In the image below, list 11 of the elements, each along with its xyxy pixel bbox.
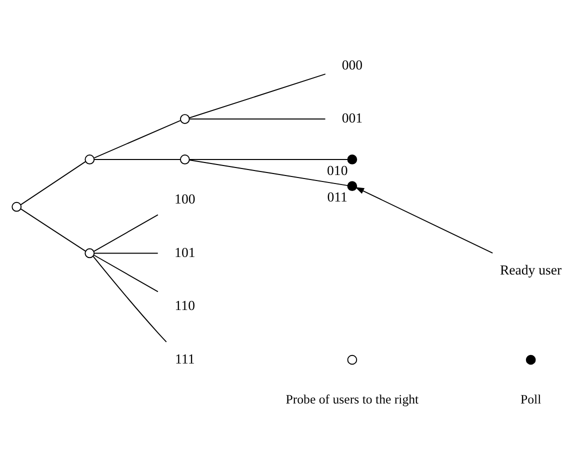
node-text: 111 [175, 351, 195, 366]
node-text: 110 [174, 298, 195, 314]
legend-label: Probe of users to the right [286, 392, 419, 407]
node-text: Ready user [500, 262, 562, 278]
node-text: 100 [174, 192, 196, 207]
node-label: 010 [327, 162, 348, 178]
node-label: 011 [327, 190, 348, 205]
node-text: 101 [174, 244, 196, 260]
node-text: 000 [342, 57, 363, 72]
node-text: 001 [342, 110, 363, 126]
legend-label: Poll [520, 392, 542, 407]
